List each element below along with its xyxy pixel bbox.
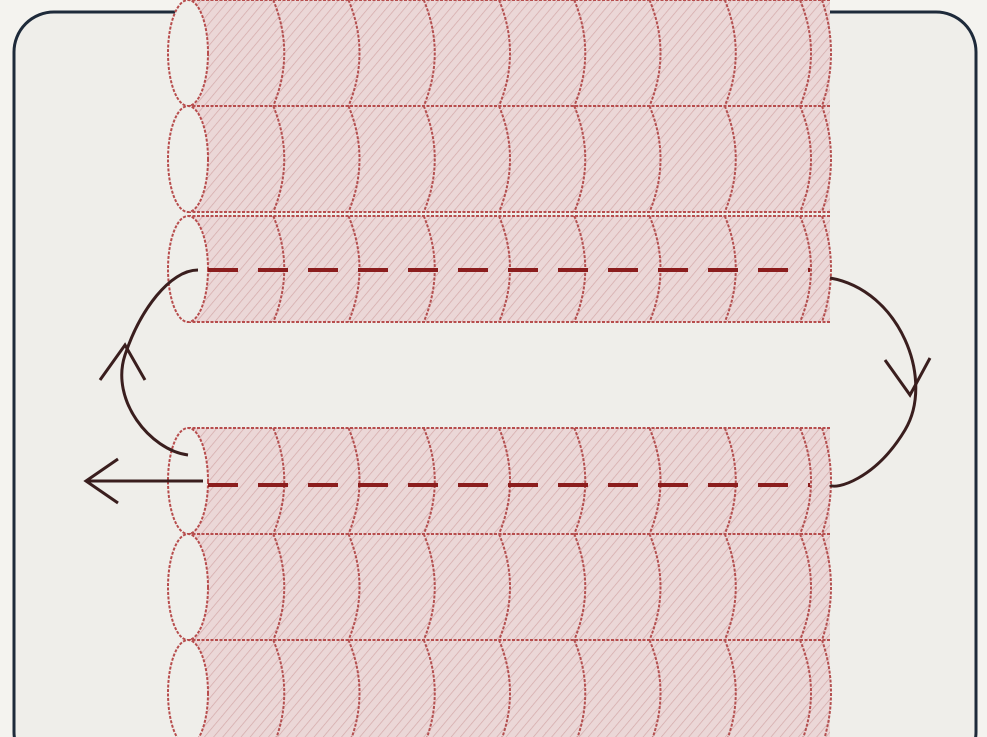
bottom-group-row-3: [168, 640, 831, 737]
top-group-row-1: [168, 0, 831, 106]
bottom-group-row-1: [168, 428, 831, 534]
bottom-group-row-2: [168, 534, 831, 640]
row-end-cap: [168, 0, 208, 106]
row-end-cap: [168, 534, 208, 640]
row-end-cap: [168, 216, 208, 322]
top-group-row-2: [168, 106, 831, 212]
row-end-cap: [168, 106, 208, 212]
